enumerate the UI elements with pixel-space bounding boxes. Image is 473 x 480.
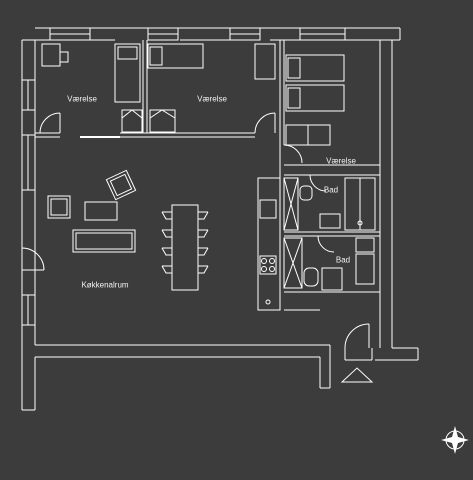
windows <box>21 27 346 326</box>
room-label-bedroom-2: Værelse <box>197 94 227 104</box>
living-furniture <box>47 169 209 291</box>
room-label-bedroom-1: Værelse <box>67 94 97 104</box>
bath-2-fixtures <box>283 237 375 291</box>
compass-rose-icon <box>441 426 469 454</box>
bedroom-1-furniture <box>41 43 141 103</box>
room-label-bath-2: Bad <box>335 255 351 265</box>
bath-1-fixtures <box>283 177 376 231</box>
room-label-bedroom-3: Værelse <box>326 156 356 166</box>
kitchen-counter <box>257 177 281 311</box>
room-label-kitchen-living: Køkkenalrum <box>81 280 129 290</box>
room-label-bath-1: Bad <box>323 185 339 195</box>
outer-walls <box>21 27 419 411</box>
bedroom-2-furniture <box>121 43 276 133</box>
bedroom-3-furniture <box>285 54 345 146</box>
entry-step-icon <box>340 367 374 383</box>
